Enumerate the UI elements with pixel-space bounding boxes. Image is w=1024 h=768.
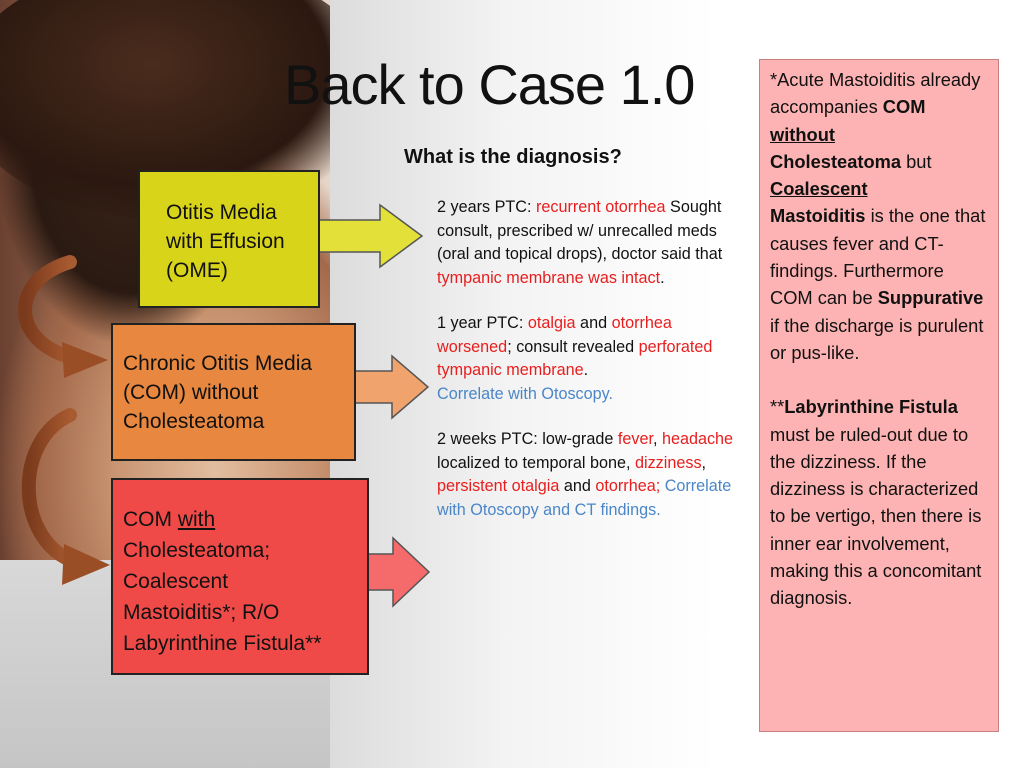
h1-d: tympanic membrane was intact [437, 268, 661, 287]
h3-f: dizziness [634, 453, 702, 472]
com-line-3: Cholesteatoma [123, 410, 265, 433]
curved-arrows [18, 255, 110, 585]
h1-c: Sought consult, prescribed w/ unrecalled… [437, 198, 723, 263]
ome-line-2: with Effusion [166, 230, 285, 253]
ome-line-3: (OME) [166, 259, 228, 282]
h3-a: 2 weeks PTC: low-grade [437, 430, 618, 448]
h2-c: and [575, 314, 612, 332]
curved-arrow-1 [18, 255, 108, 378]
h1-b: recurrent otorrhea [535, 198, 666, 216]
n1-h: Mastoiditis [770, 205, 866, 227]
h2-a: 1 year PTC: [437, 314, 528, 332]
chol-with: with [177, 508, 216, 531]
h3-b: fever [617, 430, 653, 448]
h2-b: otalgia [527, 314, 576, 332]
h3-e: localized to temporal bone, [437, 453, 635, 472]
note-fistula: **Labyrinthine Fistula must be ruled-out… [770, 393, 988, 611]
chol-line-4: Mastoiditis*; R/O [123, 601, 280, 624]
arrow-cholesteatoma [367, 536, 431, 608]
history-2-years: 2 years PTC: recurrent otorrhea Sought c… [437, 196, 742, 290]
com-line-2: (COM) without [123, 381, 259, 404]
history-2-weeks: 2 weeks PTC: low-grade fever, headache l… [437, 428, 742, 522]
h1-e: . [660, 268, 665, 287]
com-without-cholesteatoma-box: Chronic Otitis Media (COM) without Chole… [111, 323, 356, 461]
note-mastoiditis: *Acute Mastoiditis already accompanies C… [770, 66, 988, 366]
ome-line-1: Otitis Media [166, 201, 277, 224]
h2-d: otorrhea worsened [437, 314, 672, 356]
h3-i: and [559, 477, 596, 495]
h3-c: , [652, 430, 662, 448]
n1-j: Suppurative [877, 287, 984, 309]
side-note: *Acute Mastoiditis already accompanies C… [759, 59, 999, 732]
h3-d: headache [661, 430, 734, 448]
h1-a: 2 years PTC: [437, 198, 536, 216]
ome-box: Otitis Media with Effusion (OME) [138, 170, 320, 308]
com-line-1: Chronic Otitis Media [123, 352, 313, 375]
arrow-ome [318, 203, 424, 269]
h2-f: perforated tympanic membrane [437, 337, 713, 380]
history-1-year: 1 year PTC: otalgia and otorrhea worsene… [437, 312, 742, 406]
diagnosis-question: What is the diagnosis? [404, 146, 622, 168]
chol-line-3: Coalescent [123, 570, 229, 593]
arrow-com [354, 354, 430, 420]
n1-a: *Acute Mastoiditis already accompanies [770, 69, 981, 118]
h2-h: Correlate with Otoscopy. [437, 384, 614, 403]
h3-k: Correlate with Otoscopy and CT findings. [437, 477, 732, 519]
chol-pre: COM [123, 508, 178, 531]
n1-b: COM [882, 96, 926, 118]
n1-f: but [901, 150, 932, 172]
n2-b: Labyrinthine Fistula [784, 396, 958, 418]
h3-h: persistent otalgia [437, 477, 560, 495]
n1-g: Coalescent [770, 178, 868, 200]
n1-d: without [770, 123, 835, 145]
n1-e: Cholesteatoma [770, 150, 902, 172]
com-with-cholesteatoma-box: COM with Cholesteatoma; Coalescent Masto… [111, 478, 369, 675]
chol-line-1: COM with [123, 504, 359, 535]
case-history: 2 years PTC: recurrent otorrhea Sought c… [437, 196, 742, 544]
n2-c: must be ruled-out due to the dizziness. … [770, 423, 982, 609]
h3-j: otorrhea; [595, 477, 661, 495]
h2-g: . [583, 361, 589, 379]
slide-title: Back to Case 1.0 [284, 53, 695, 116]
h2-e: ; consult revealed [507, 337, 639, 356]
h3-g: , [701, 453, 707, 472]
n2-a: ** [770, 396, 785, 418]
n1-k: if the discharge is purulent or pus-like… [770, 314, 984, 363]
n1-i: is the one that causes fever and CT-find… [770, 205, 986, 309]
chol-line-2: Cholesteatoma; [123, 539, 271, 562]
chol-line-5: Labyrinthine Fistula** [123, 632, 322, 655]
curved-arrow-2 [21, 408, 110, 585]
